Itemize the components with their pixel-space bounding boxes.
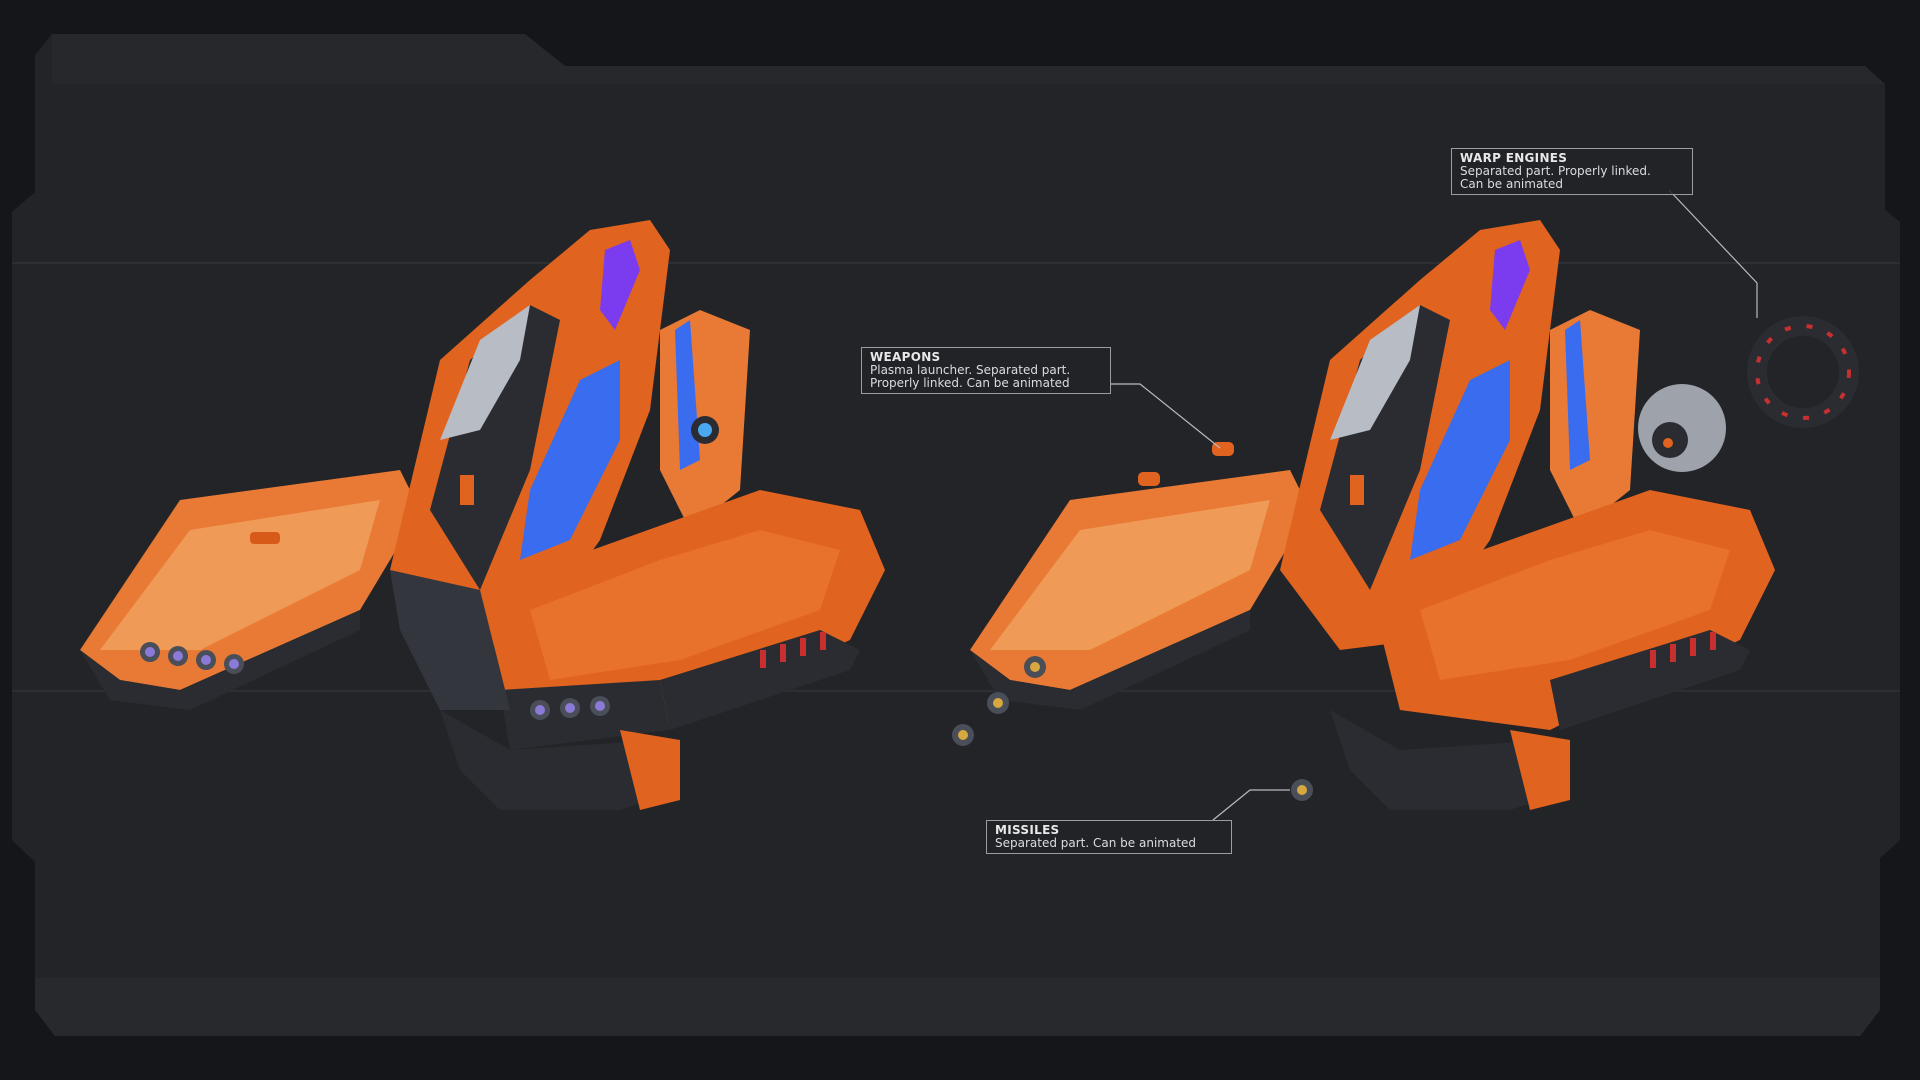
central-tower-exploded bbox=[1280, 220, 1640, 650]
spaceship-exploded bbox=[970, 220, 1775, 810]
under-body bbox=[390, 570, 680, 810]
left-wing-exploded bbox=[970, 470, 1310, 710]
warp-engine-sphere bbox=[1638, 384, 1726, 472]
right-wing-exploded bbox=[1370, 490, 1775, 730]
callout-weapons: WEAPONS Plasma launcher. Separated part.… bbox=[861, 347, 1111, 394]
central-tower bbox=[390, 220, 750, 650]
callout-warp-title: WARP ENGINES bbox=[1460, 151, 1568, 165]
plasma-launcher-parts bbox=[1138, 442, 1234, 486]
warp-engine-ring bbox=[1747, 316, 1859, 428]
callout-weapons-title: WEAPONS bbox=[870, 350, 941, 364]
callout-warp-engines: WARP ENGINES Separated part. Properly li… bbox=[1451, 148, 1693, 195]
missile-parts bbox=[952, 656, 1313, 801]
left-wing bbox=[80, 470, 420, 710]
callout-missiles-title: MISSILES bbox=[995, 823, 1060, 837]
callout-warp-description: Separated part. Properly linked. Can be … bbox=[1460, 164, 1651, 191]
callout-missiles-description: Separated part. Can be animated bbox=[995, 836, 1197, 850]
spaceship-assembled bbox=[80, 220, 885, 810]
under-body-exploded bbox=[1330, 710, 1570, 810]
callout-weapons-description: Plasma launcher. Separated part. Properl… bbox=[870, 363, 1071, 390]
right-wing bbox=[480, 490, 885, 750]
callout-missiles: MISSILES Separated part. Can be animated bbox=[986, 820, 1232, 854]
